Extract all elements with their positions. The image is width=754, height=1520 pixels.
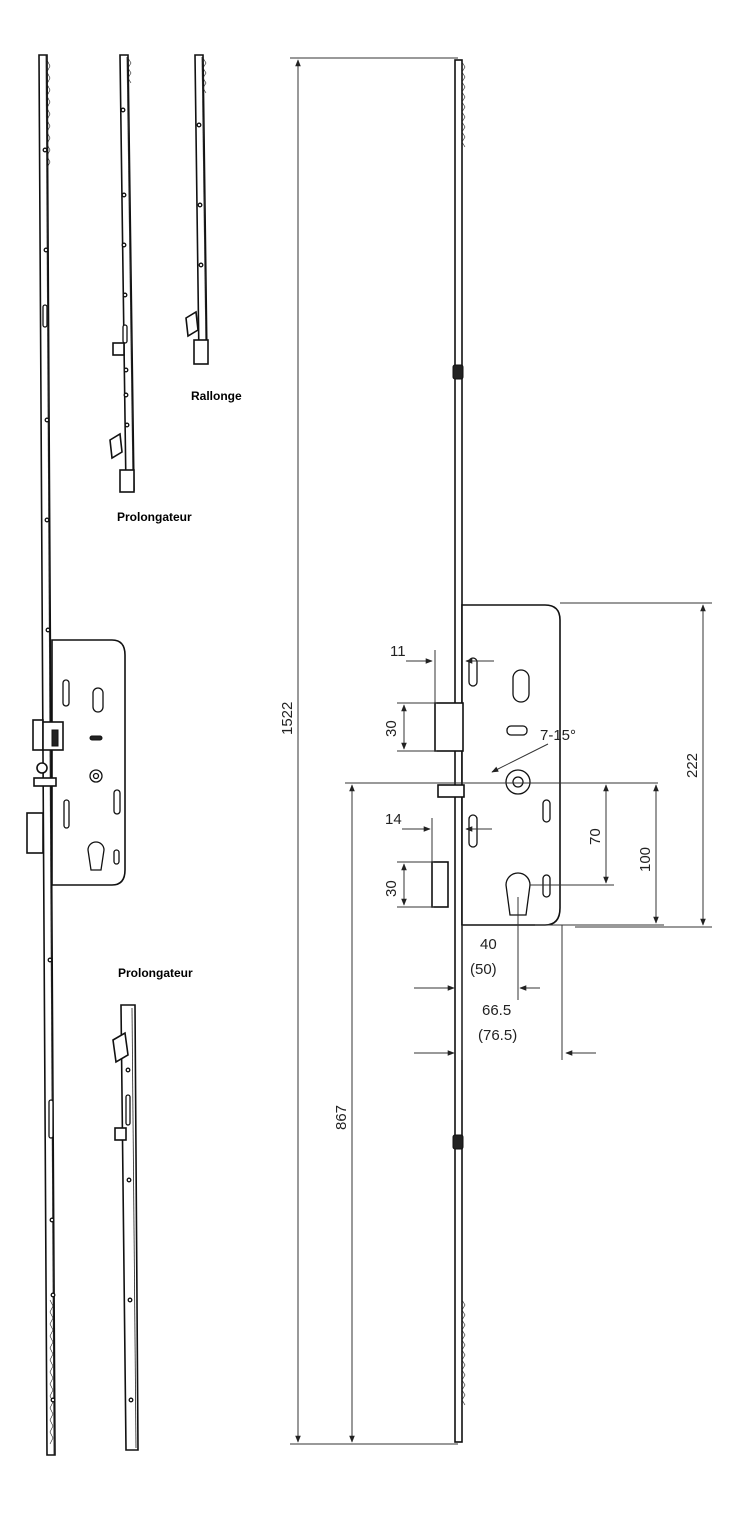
side-view-case xyxy=(431,604,561,926)
dim-handle-to-cylinder: 70 xyxy=(587,828,604,845)
dim-lower-length: 867 xyxy=(333,1105,350,1130)
dim-bolt-height: 30 xyxy=(383,880,400,897)
dim-case-depth-alt: (76.5) xyxy=(478,1027,517,1044)
dim-case-height: 222 xyxy=(684,753,701,778)
prolongateur-top-part xyxy=(109,54,135,493)
rallonge-part xyxy=(185,54,209,365)
main-lock-case xyxy=(26,639,126,886)
dimension-lines xyxy=(290,57,712,1445)
dim-bolt-offset: 100 xyxy=(637,847,654,872)
dim-overall-length: 1522 xyxy=(279,702,296,735)
dim-latch-height: 30 xyxy=(383,720,400,737)
dim-latch-thickness: 11 xyxy=(390,643,406,660)
dim-backset: 40 xyxy=(480,936,497,953)
dim-case-depth: 66.5 xyxy=(482,1002,511,1019)
dim-bolt-thickness: 14 xyxy=(385,811,402,828)
rallonge-label: Rallonge xyxy=(191,389,242,403)
prolongateur-top-label: Prolongateur xyxy=(117,510,192,524)
strip-serration xyxy=(46,59,51,169)
dim-backset-alt: (50) xyxy=(470,961,497,978)
main-lock-strip xyxy=(38,54,56,1456)
prolongateur-bottom-label: Prolongateur xyxy=(118,966,193,980)
dim-angle: 7-15° xyxy=(540,727,576,744)
prolongateur-bottom-part xyxy=(112,1004,139,1451)
